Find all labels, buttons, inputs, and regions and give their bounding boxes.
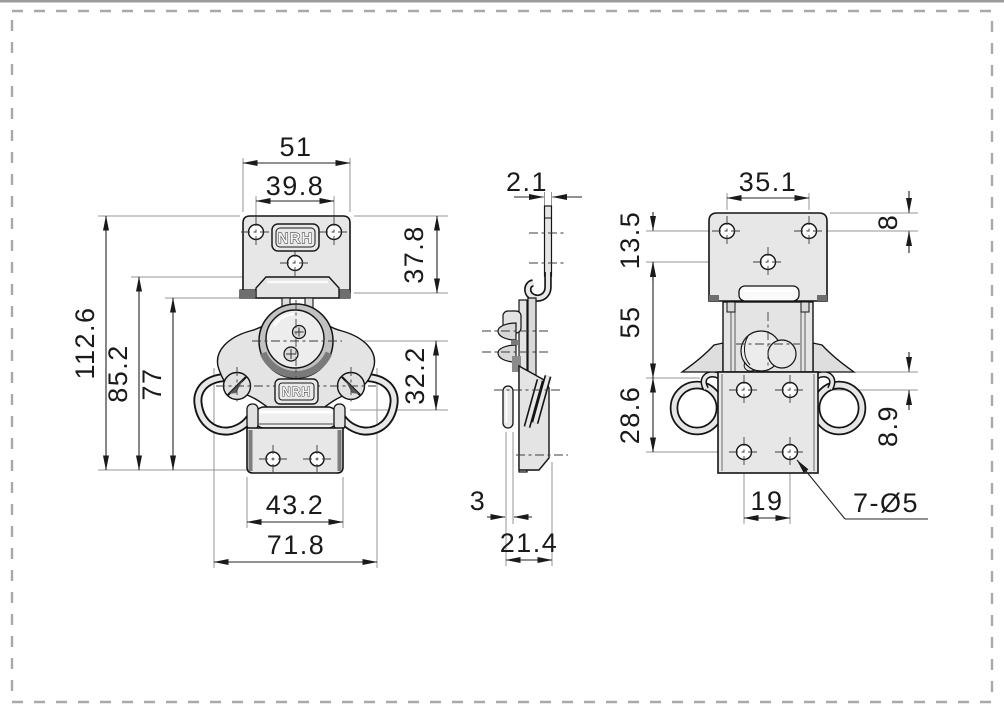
rear-strike-slot	[738, 285, 800, 302]
dim-28-6: 28.6	[615, 386, 645, 445]
front-wire-bails	[193, 373, 399, 436]
dim-77: 77	[137, 367, 167, 400]
page-border	[10, 9, 994, 704]
knob	[265, 309, 325, 369]
side-view: 2.1 3 21.4	[470, 167, 582, 566]
side-dimensions: 2.1 3 21.4	[470, 167, 582, 563]
rear-flare-left	[679, 342, 724, 373]
side-screw-lower	[497, 344, 517, 363]
rear-view: 35.1 8 13.5 55 28.6 8.9 19 7-Ø5	[615, 167, 928, 524]
front-view: NRH	[70, 132, 448, 568]
dim-32-2: 32.2	[400, 346, 430, 405]
dim-21-4: 21.4	[500, 528, 559, 558]
dim-39-8: 39.8	[266, 171, 325, 201]
roller-cap-left	[246, 403, 259, 431]
top-edge-line	[0, 0, 1004, 3]
brand-logo-top: NRH	[271, 223, 320, 252]
holes-note-text: 7-Ø5	[853, 488, 919, 518]
roller-cap-right	[333, 403, 346, 431]
front-base-plate	[246, 427, 344, 474]
rear-channel	[722, 301, 814, 373]
dim-55: 55	[615, 305, 645, 338]
dim-35-1: 35.1	[739, 167, 798, 197]
dim-2-1: 2.1	[506, 167, 548, 197]
rear-flare-right	[812, 342, 857, 373]
dim-112-6: 112.6	[70, 306, 100, 379]
side-bail-capsule	[502, 385, 514, 429]
rear-wire-rings	[669, 371, 867, 436]
dim-51: 51	[279, 132, 312, 162]
dim-13-5: 13.5	[615, 211, 645, 270]
dim-3: 3	[470, 486, 487, 516]
side-screw-upper	[497, 322, 517, 341]
rear-base-plate	[717, 371, 819, 474]
front-dimensions: 51 39.8 37.8 112.6 85.2 77 32.2 43.2 71.…	[70, 132, 440, 565]
brand-text-wing: NRH	[282, 385, 311, 399]
dim-19: 19	[750, 486, 783, 516]
rear-top-plate	[708, 212, 828, 302]
side-mounting-wedge	[494, 364, 568, 471]
dim-43-2: 43.2	[266, 490, 325, 520]
front-roller	[246, 403, 346, 431]
dim-8-9: 8.9	[873, 405, 903, 447]
keeper-foot-left	[240, 290, 255, 298]
keeper-foot-right	[335, 290, 350, 298]
front-butterfly-body: NRH	[216, 300, 376, 410]
knob-collar-shadow	[259, 351, 333, 379]
holes-callout: 7-Ø5	[796, 459, 928, 520]
side-keeper-strip	[524, 205, 567, 302]
side-extension-lines	[505, 192, 553, 566]
brand-text-top: NRH	[278, 230, 314, 247]
brand-logo-wing: NRH	[274, 378, 319, 405]
dim-85-2: 85.2	[103, 344, 133, 403]
dim-8: 8	[873, 214, 903, 231]
dim-37-8: 37.8	[399, 225, 429, 284]
rear-dimensions: 35.1 8 13.5 55 28.6 8.9 19 7-Ø5	[615, 167, 928, 521]
dim-71-8: 71.8	[267, 530, 326, 560]
